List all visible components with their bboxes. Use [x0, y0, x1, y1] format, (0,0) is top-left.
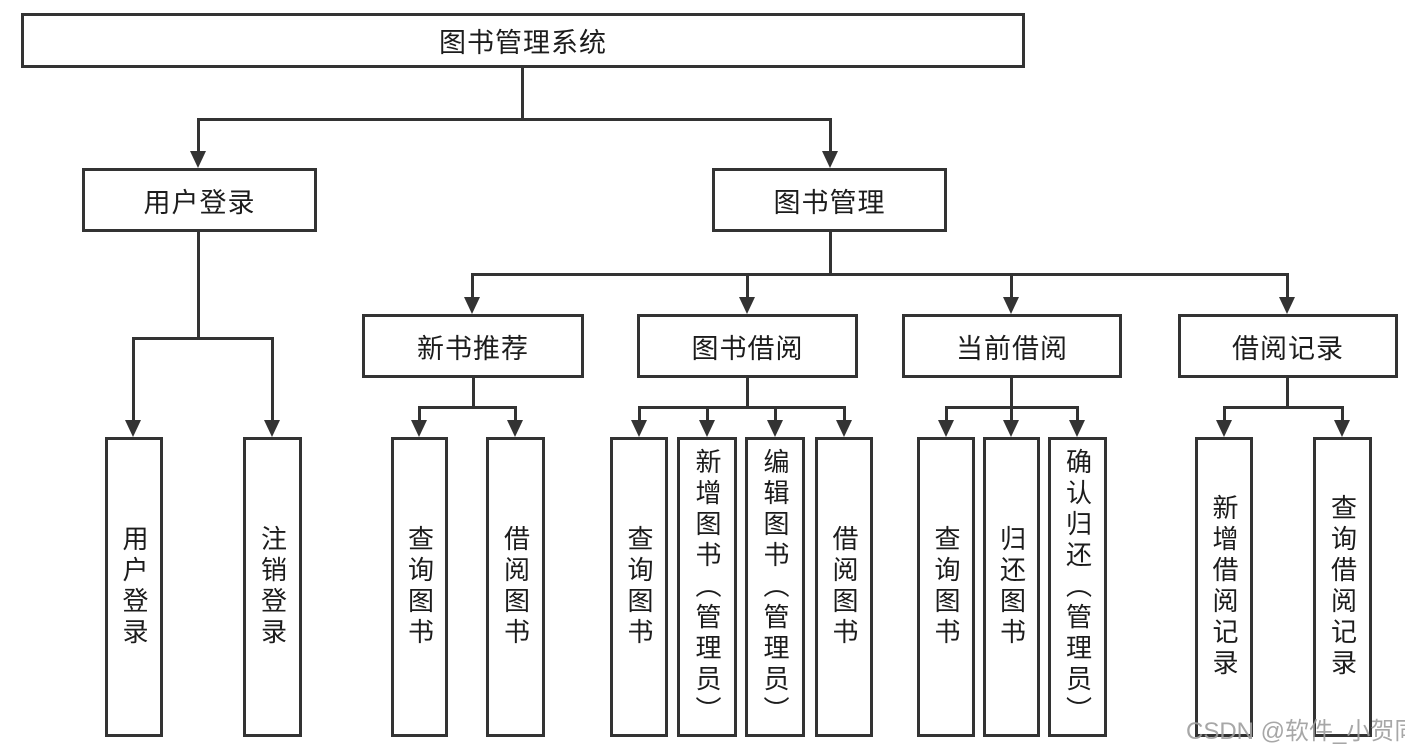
connector-user-login-down [197, 231, 200, 340]
connector-sub-down [472, 377, 475, 408]
connector-leaf-stem [1223, 406, 1226, 422]
connector-leaf-stem [271, 337, 274, 422]
node-book-management: 图书管理 [712, 168, 947, 232]
connector-leaf-stem [945, 406, 948, 422]
arrow-down-icon [507, 420, 523, 437]
arrow-down-icon [938, 420, 954, 437]
node-library-management-system: 图书管理系统 [21, 13, 1025, 68]
connector-current-borrow-stem [1010, 273, 1013, 300]
leaf-confirm-return-admin: 确认归还（管理员） [1048, 437, 1107, 737]
arrow-down-icon [125, 420, 141, 437]
connector-leaf-stem [514, 406, 517, 422]
connector-user-login-rail [132, 337, 274, 340]
connector-leaf-stem [638, 406, 641, 422]
leaf-add-books-admin: 新增图书（管理员） [677, 437, 737, 737]
arrow-down-icon [767, 420, 783, 437]
connector-leaf-stem [774, 406, 777, 422]
connector-leaf-stem [843, 406, 846, 422]
arrow-down-icon [631, 420, 647, 437]
connector-book-management-down [829, 231, 832, 276]
connector-leaf-stem [706, 406, 709, 422]
connector-sub-down [1010, 377, 1013, 408]
arrow-down-icon [464, 297, 480, 314]
connector-leaf-stem [1010, 406, 1013, 422]
arrow-down-icon [190, 151, 206, 168]
connector-sub-down [746, 377, 749, 408]
connector-sub-rail [418, 406, 517, 409]
arrow-down-icon [1003, 297, 1019, 314]
leaf-logout: 注销登录 [243, 437, 302, 737]
node-borrowing-records: 借阅记录 [1178, 314, 1398, 378]
arrow-down-icon [836, 420, 852, 437]
node-user-login: 用户登录 [82, 168, 317, 232]
node-new-book-recommend: 新书推荐 [362, 314, 584, 378]
connector-leaf-stem [1076, 406, 1079, 422]
csdn-watermark: CSDN @软件_小贺同学 [1186, 718, 1405, 745]
leaf-borrowing-borrow-books: 借阅图书 [815, 437, 873, 737]
connector-level3-rail [471, 273, 1289, 276]
arrow-down-icon [1003, 420, 1019, 437]
node-current-borrowing: 当前借阅 [902, 314, 1122, 378]
leaf-edit-books-admin: 编辑图书（管理员） [745, 437, 805, 737]
arrow-down-icon [822, 151, 838, 168]
arrow-down-icon [264, 420, 280, 437]
leaf-newbook-query-books: 查询图书 [391, 437, 448, 737]
leaf-query-borrow-record: 查询借阅记录 [1313, 437, 1372, 737]
connector-level2-rail [197, 118, 832, 121]
leaf-borrowing-query-books: 查询图书 [610, 437, 668, 737]
connector-sub-rail [638, 406, 846, 409]
connector-leaf-stem [132, 337, 135, 422]
connector-leaf-stem [1341, 406, 1344, 422]
connector-root-stem [521, 68, 524, 121]
arrow-down-icon [699, 420, 715, 437]
arrow-down-icon [1069, 420, 1085, 437]
connector-book-management-stem [829, 118, 832, 153]
arrow-down-icon [1279, 297, 1295, 314]
node-book-borrowing: 图书借阅 [637, 314, 858, 378]
leaf-newbook-borrow-books: 借阅图书 [486, 437, 545, 737]
connector-new-book-stem [471, 273, 474, 300]
connector-user-login-stem [197, 118, 200, 153]
leaf-current-query-books: 查询图书 [917, 437, 975, 737]
leaf-return-books: 归还图书 [983, 437, 1040, 737]
connector-sub-rail [1223, 406, 1344, 409]
arrow-down-icon [739, 297, 755, 314]
arrow-down-icon [411, 420, 427, 437]
connector-leaf-stem [418, 406, 421, 422]
leaf-user-login: 用户登录 [105, 437, 163, 737]
leaf-add-borrow-record: 新增借阅记录 [1195, 437, 1253, 737]
connector-book-borrow-stem [746, 273, 749, 300]
arrow-down-icon [1216, 420, 1232, 437]
connector-borrow-records-stem [1286, 273, 1289, 300]
connector-sub-down [1286, 377, 1289, 408]
arrow-down-icon [1334, 420, 1350, 437]
